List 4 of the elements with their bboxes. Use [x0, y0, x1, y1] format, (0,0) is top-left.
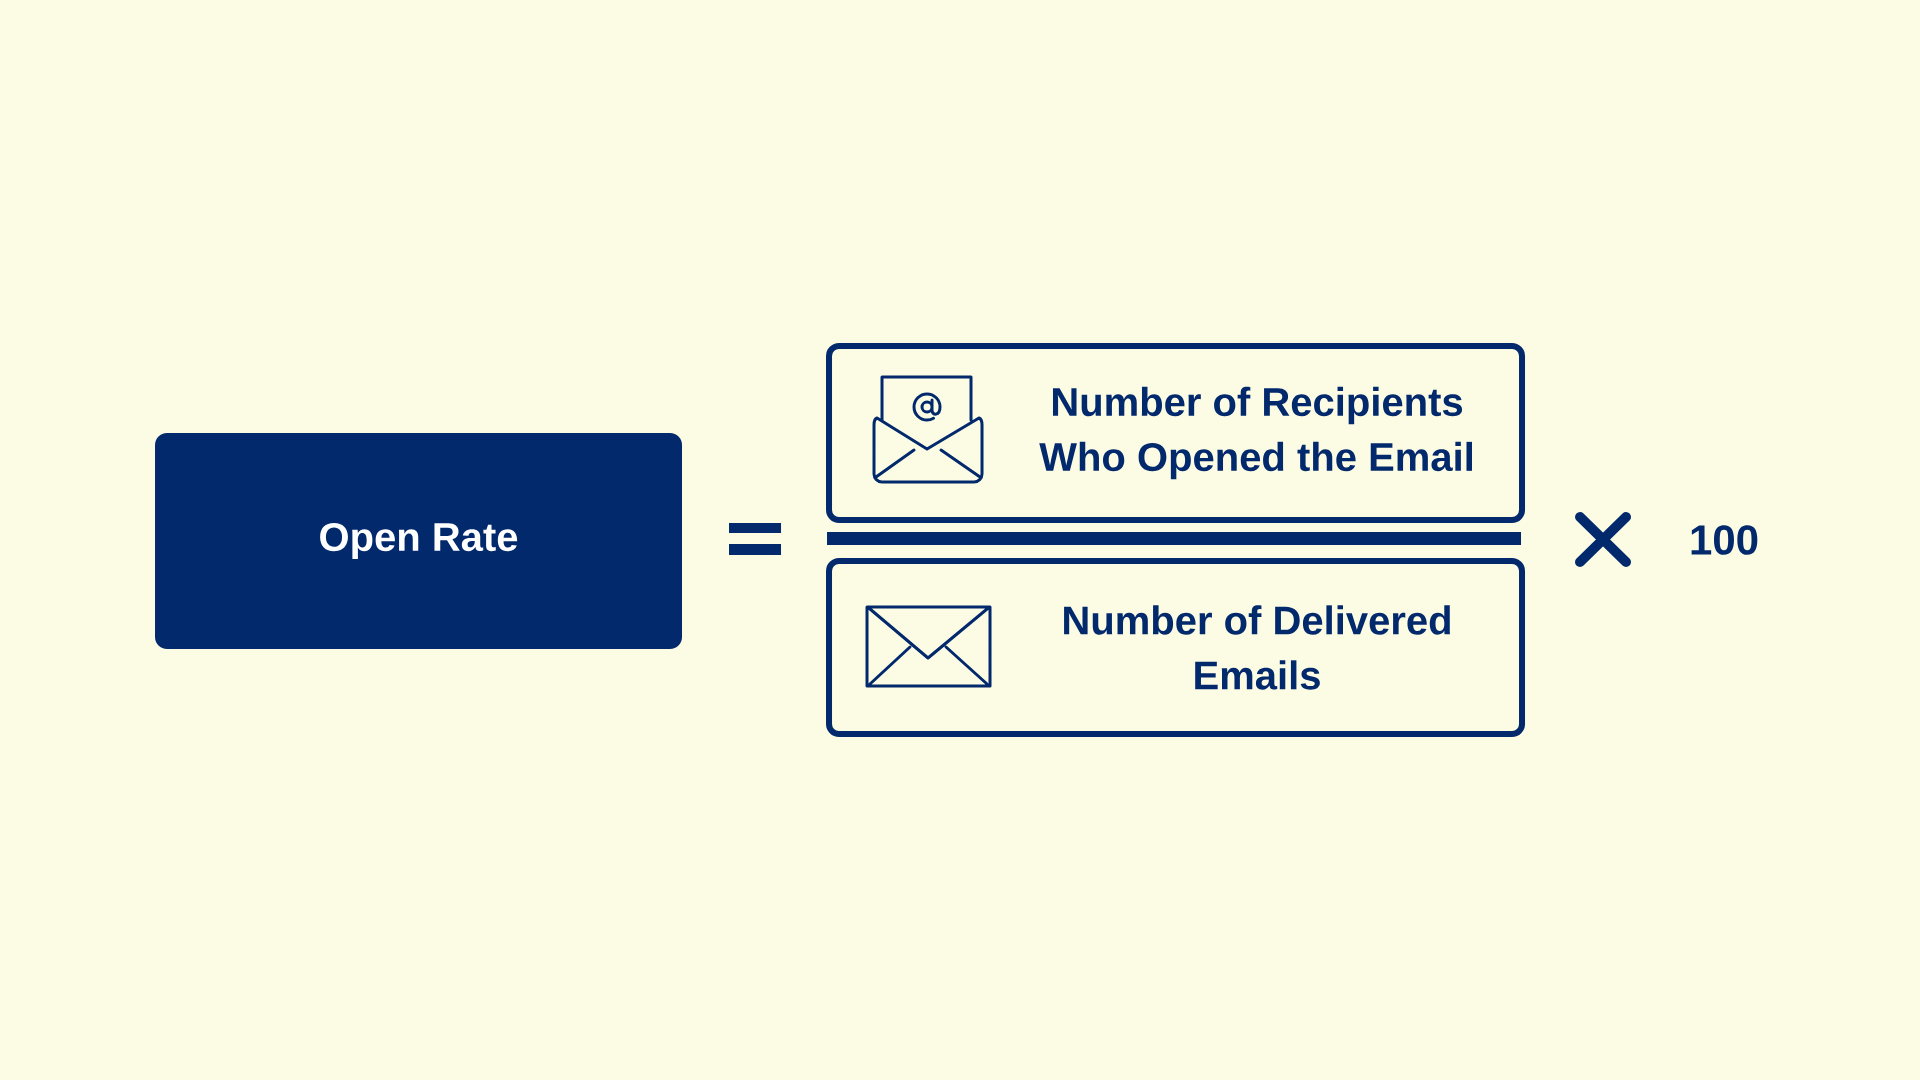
- result-box: Open Rate: [155, 433, 682, 649]
- numerator-box: Number of Recipients Who Opened the Email: [826, 343, 1525, 523]
- multiplier: 100: [1691, 525, 1758, 555]
- denominator-box: Number of Delivered Emails: [826, 558, 1525, 737]
